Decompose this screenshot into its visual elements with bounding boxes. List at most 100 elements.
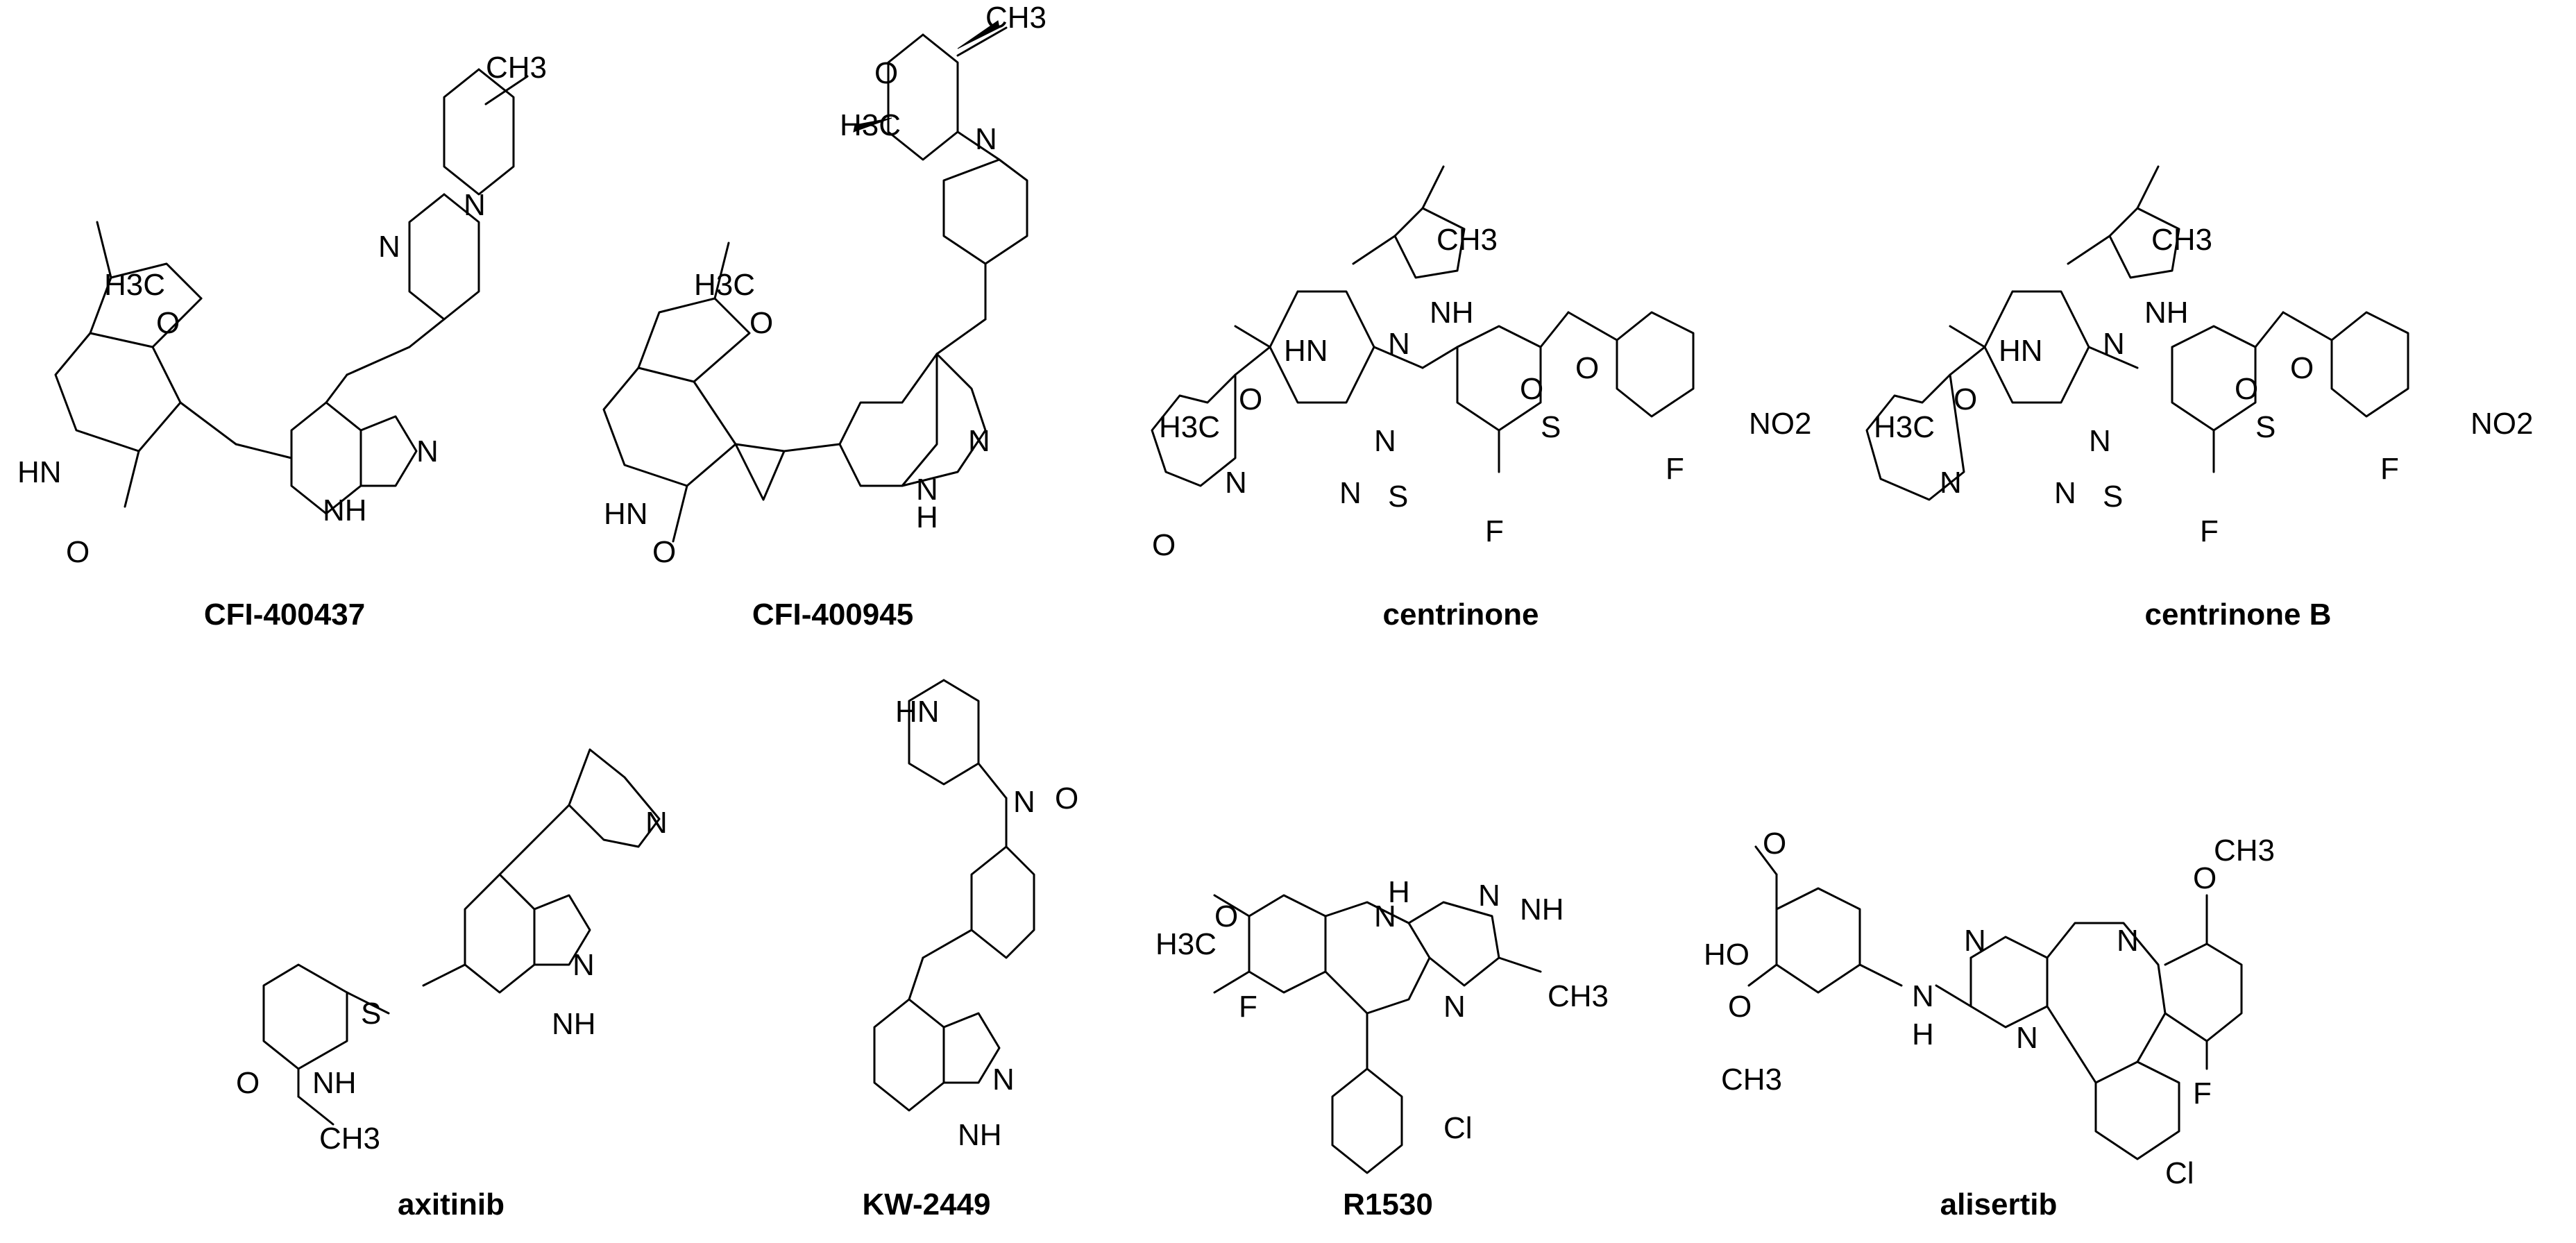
atom-label: H xyxy=(1388,875,1410,909)
atom-label: NH xyxy=(1520,893,1564,927)
structure-centrinone: CH3 NH N HN H3C O N N N O S F O O S F NO… xyxy=(1151,165,1811,632)
atom-label: O xyxy=(2193,861,2217,895)
atom-label: CH3 xyxy=(985,1,1046,35)
atom-label: HN xyxy=(1999,334,2043,368)
atom-label: H3C xyxy=(104,268,165,302)
atom-label: N xyxy=(2089,424,2111,458)
atom-label: N xyxy=(1339,476,1362,510)
atom-label: O xyxy=(1575,351,1599,385)
compound-name: axitinib xyxy=(398,1187,505,1221)
atom-label: O xyxy=(66,535,90,569)
atom-label: N xyxy=(464,188,486,222)
atom-label: F xyxy=(1485,514,1504,548)
atom-label: N xyxy=(645,806,668,840)
atom-label: CH3 xyxy=(2151,223,2212,257)
atom-label: Cl xyxy=(1443,1111,1473,1145)
atom-label: NH xyxy=(2144,296,2189,330)
atom-label: O xyxy=(2235,372,2258,406)
atom-label: F xyxy=(2193,1076,2212,1110)
atom-label: N xyxy=(2016,1021,2038,1055)
atom-label: N xyxy=(916,473,938,507)
atom-label: H3C xyxy=(1874,410,1935,444)
atom-label: H3C xyxy=(840,108,901,142)
atom-label: NH xyxy=(1430,296,1474,330)
atom-label: O xyxy=(1239,382,1262,416)
atom-label: NH xyxy=(323,493,367,527)
atom-label: NH xyxy=(552,1007,596,1041)
atom-label: HN xyxy=(604,497,648,531)
atom-label: O xyxy=(1152,528,1176,562)
atom-label: N xyxy=(1964,924,1986,958)
atom-label: N xyxy=(573,948,595,982)
atom-label: H3C xyxy=(1159,410,1220,444)
atom-label: S xyxy=(1541,410,1561,444)
atom-label: N xyxy=(416,434,439,468)
atom-label: HN xyxy=(1284,334,1328,368)
atom-label: O xyxy=(156,306,180,340)
atom-label: NO2 xyxy=(2471,407,2533,441)
atom-label: NO2 xyxy=(1749,407,1811,441)
compound-name: centrinone B xyxy=(2145,598,2332,632)
atom-label: O xyxy=(749,306,773,340)
atom-label: N xyxy=(1374,424,1396,458)
atom-label: O xyxy=(236,1066,260,1100)
atom-label: N xyxy=(1478,879,1500,913)
structure-cfi-400945: CH3 O H3C N H3C O N N H HN O CFI-400945 xyxy=(602,1,1046,632)
atom-label: NH xyxy=(312,1066,357,1100)
atom-label: S xyxy=(2103,480,2123,514)
atom-label: H xyxy=(916,500,938,534)
atom-label: N xyxy=(968,424,990,458)
atom-label: O xyxy=(1520,372,1543,406)
atom-label: N xyxy=(2054,476,2076,510)
atom-label: CH3 xyxy=(319,1122,380,1156)
atom-label: N xyxy=(1013,785,1035,819)
compound-name: CFI-400437 xyxy=(204,598,365,632)
atom-label: F xyxy=(2380,452,2399,486)
atom-label: O xyxy=(1954,382,1977,416)
atom-label: H3C xyxy=(1155,927,1217,961)
compound-name: centrinone xyxy=(1383,598,1539,632)
atom-label: N xyxy=(2117,924,2139,958)
atom-label: CH3 xyxy=(486,51,547,85)
atom-label: CH3 xyxy=(2214,834,2275,868)
atom-label: N xyxy=(992,1063,1015,1097)
atom-label: O xyxy=(1055,781,1078,815)
structure-centrinone-b: CH3 NH N HN H3C O N N N S F O O S F NO2 … xyxy=(1865,165,2533,632)
atom-label: HN xyxy=(895,695,940,729)
atom-label: O xyxy=(652,535,676,569)
atom-label: N xyxy=(1912,979,1934,1013)
atom-label: HO xyxy=(1704,938,1749,972)
atom-label: N xyxy=(378,230,400,264)
atom-label: CH3 xyxy=(1548,979,1609,1013)
structure-axitinib: N N NH S O NH CH3 axitinib xyxy=(236,748,668,1221)
atom-label: O xyxy=(1728,990,1752,1024)
structure-alisertib: O HO O CH3 N H N N N O CH3 F Cl aliserti… xyxy=(1704,827,2275,1221)
atom-label: F xyxy=(2200,514,2219,548)
atom-label: N xyxy=(1388,327,1410,361)
structure-r1530: H3C O F H N N NH CH3 N Cl R1530 xyxy=(1155,875,1609,1221)
compound-name: KW-2449 xyxy=(863,1187,991,1221)
compound-name: R1530 xyxy=(1343,1187,1433,1221)
atom-label: N xyxy=(1225,466,1247,500)
atom-label: HN xyxy=(17,455,62,489)
compound-name: CFI-400945 xyxy=(752,598,913,632)
compound-name: alisertib xyxy=(1940,1187,2058,1221)
atom-label: S xyxy=(361,997,381,1031)
atom-label: N xyxy=(1940,466,1962,500)
atom-label: N xyxy=(1443,990,1466,1024)
atom-label: O xyxy=(874,56,898,90)
structure-cfi-400437: CH3 N N H3C O N NH HN O CFI-400437 xyxy=(17,51,547,632)
atom-label: CH3 xyxy=(1721,1063,1782,1097)
atom-label: CH3 xyxy=(1437,223,1498,257)
atom-label: O xyxy=(1214,899,1238,933)
atom-label: N xyxy=(1374,899,1396,933)
atom-label: Cl xyxy=(2165,1156,2194,1190)
atom-label: F xyxy=(1666,452,1684,486)
atom-label: O xyxy=(2290,351,2314,385)
atom-label: S xyxy=(2255,410,2276,444)
atom-label: H xyxy=(1912,1017,1934,1051)
atom-label: S xyxy=(1388,480,1408,514)
structure-kw-2449: HN N O N NH KW-2449 xyxy=(863,679,1078,1221)
atom-label: O xyxy=(1763,827,1786,861)
